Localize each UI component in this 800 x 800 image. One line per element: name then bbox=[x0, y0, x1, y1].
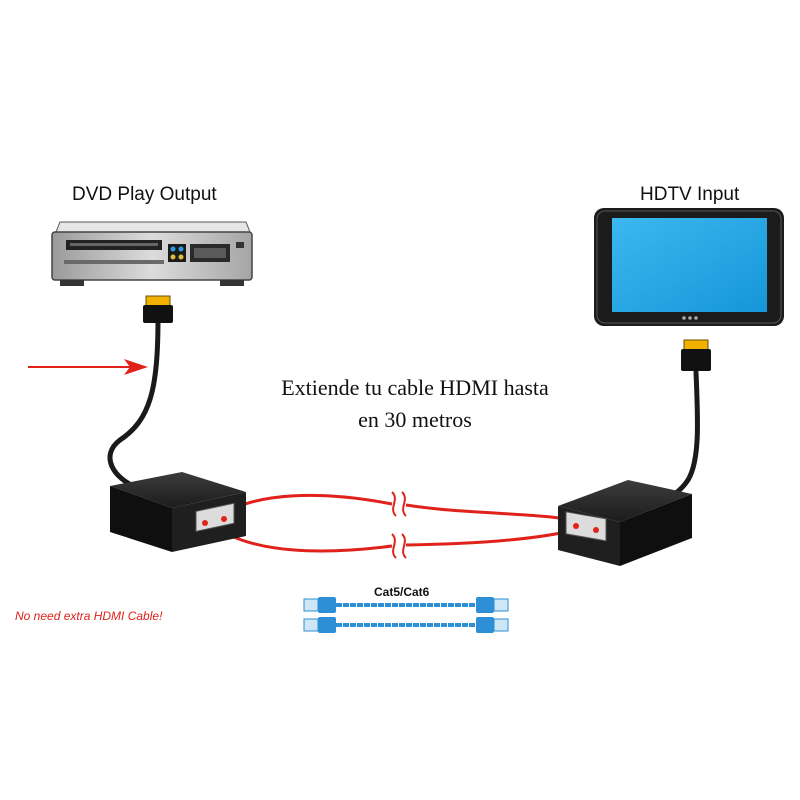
extender-box-icon bbox=[558, 480, 692, 566]
cable-type-label: Cat5/Cat6 bbox=[374, 585, 430, 599]
dvd-player-icon bbox=[51, 221, 253, 286]
ethernet-cable-icon bbox=[303, 597, 509, 633]
no-extra-cable-note: No need extra HDMI Cable! bbox=[15, 609, 163, 623]
extender-box-icon bbox=[110, 472, 246, 552]
network-cable-runs bbox=[209, 489, 583, 561]
caption-line-1: Extiende tu cable HDMI hasta bbox=[281, 375, 549, 400]
hdmi-cable-right bbox=[659, 339, 711, 503]
hdmi-cable-left bbox=[107, 295, 173, 491]
hdtv-input-label: HDTV Input bbox=[640, 184, 740, 205]
tv-icon bbox=[594, 208, 784, 326]
caption: Extiende tu cable HDMI hasta en 30 metro… bbox=[230, 372, 600, 436]
caption-line-2: en 30 metros bbox=[358, 407, 472, 432]
arrow-right-icon bbox=[28, 359, 148, 375]
dvd-output-label: DVD Play Output bbox=[72, 184, 217, 205]
